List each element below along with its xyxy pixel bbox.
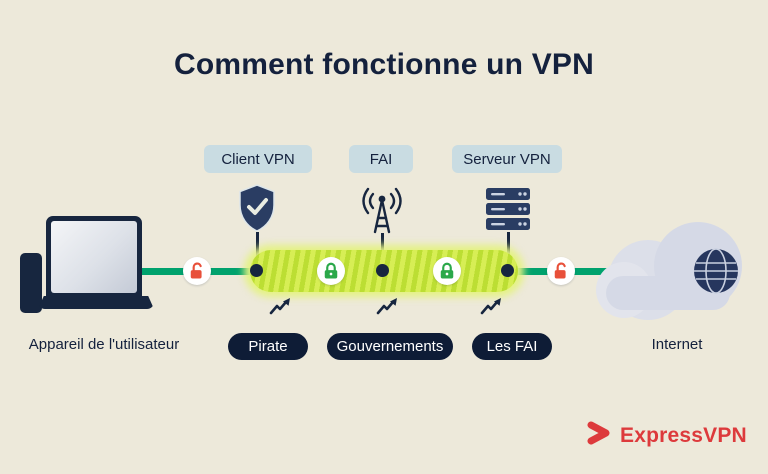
laptop-screen [46, 216, 142, 298]
closed-padlock-icon-left [317, 257, 345, 285]
label-fai-text: FAI [369, 150, 393, 168]
brand-name: ExpressVPN [620, 423, 747, 447]
open-padlock-icon-left [183, 257, 211, 285]
laptop-display [51, 221, 137, 293]
open-padlock-icon-right [547, 257, 575, 285]
node-fai [376, 264, 389, 277]
threat-les-fai-text: Les FAI [486, 338, 538, 355]
device-caption: Appareil de l'utilisateur [28, 336, 180, 353]
server-stack-icon [484, 187, 532, 233]
closed-padlock-icon-right [433, 257, 461, 285]
threat-gouvernements-text: Gouvernements [336, 338, 444, 355]
label-client-vpn: Client VPN [204, 145, 312, 173]
threat-pill-pirate: Pirate [228, 333, 308, 360]
threat-pill-gouvernements: Gouvernements [327, 333, 453, 360]
label-client-vpn-text: Client VPN [221, 150, 295, 168]
brand-lockup: ExpressVPN [586, 421, 747, 450]
node-client-vpn [250, 264, 263, 277]
threat-pill-les-fai: Les FAI [472, 333, 552, 360]
label-serveur-vpn-text: Serveur VPN [463, 150, 551, 168]
node-serveur-vpn [501, 264, 514, 277]
shield-check-icon [236, 183, 278, 233]
laptop-base [38, 296, 154, 309]
broadcast-antenna-icon [359, 184, 405, 234]
label-serveur-vpn: Serveur VPN [452, 145, 562, 173]
globe-icon [692, 247, 740, 295]
zigzag-arrow-icon-pirate [268, 295, 294, 322]
zigzag-arrow-icon-les-fai [479, 295, 505, 322]
expressvpn-logomark [586, 421, 612, 450]
internet-caption: Internet [651, 336, 703, 353]
zigzag-arrow-icon-gouvernements [375, 295, 401, 322]
label-fai: FAI [349, 145, 413, 173]
threat-pirate-text: Pirate [248, 338, 288, 355]
page-title: Comment fonctionne un VPN [174, 48, 594, 81]
phone-illustration [20, 253, 42, 313]
